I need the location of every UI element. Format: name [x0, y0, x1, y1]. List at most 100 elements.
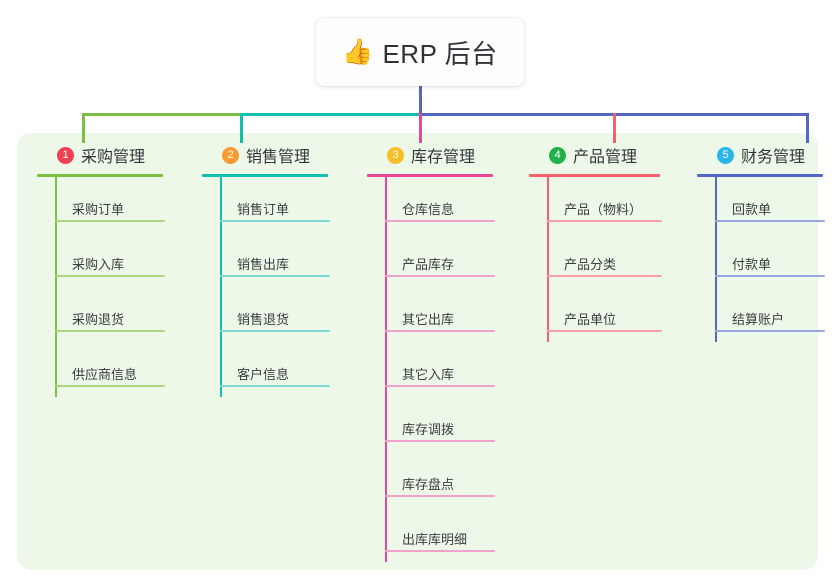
diagram-panel	[17, 133, 818, 570]
connector-drop-5	[806, 113, 809, 143]
column-3: 3 库存管理仓库信息产品库存其它出库其它入库库存调拨库存盘点出库库明细	[367, 143, 495, 562]
connector-bar-green	[82, 113, 240, 116]
connector-bar-teal	[240, 113, 419, 116]
menu-item-rule	[385, 550, 495, 552]
menu-item-label: 库存调拨	[402, 422, 455, 437]
column-5: 5 财务管理回款单付款单结算账户	[697, 143, 825, 342]
menu-item-label: 销售订单	[237, 202, 290, 217]
menu-item[interactable]: 产品库存	[367, 232, 495, 287]
menu-item[interactable]: 销售订单	[202, 177, 330, 232]
column-items: 产品（物料） 产品分类产品单位	[529, 177, 662, 342]
menu-item-label: 仓库信息	[402, 202, 455, 217]
column-header-财务管理[interactable]: 5 财务管理	[697, 143, 823, 167]
menu-item-rule	[385, 275, 495, 277]
menu-item-rule	[55, 275, 165, 277]
menu-item[interactable]: 产品单位	[529, 287, 662, 342]
column-number-badge: 3	[387, 146, 404, 164]
menu-item[interactable]: 其它入库	[367, 342, 495, 397]
menu-item[interactable]: 客户信息	[202, 342, 330, 397]
menu-item-rule	[715, 275, 825, 277]
column-title: 产品管理	[573, 149, 638, 166]
menu-item[interactable]: 采购订单	[37, 177, 165, 232]
menu-item-label: 其它出库	[402, 312, 455, 327]
menu-item[interactable]: 库存调拨	[367, 397, 495, 452]
column-number-badge: 5	[717, 146, 734, 164]
menu-item-label: 供应商信息	[72, 367, 138, 382]
menu-item[interactable]: 销售退货	[202, 287, 330, 342]
menu-item[interactable]: 采购入库	[37, 232, 165, 287]
column-spine	[547, 177, 549, 342]
column-spine	[55, 177, 57, 397]
menu-item-label: 销售出库	[237, 257, 290, 272]
column-spine	[385, 177, 387, 562]
menu-item[interactable]: 采购退货	[37, 287, 165, 342]
menu-item-rule	[715, 330, 825, 332]
menu-item-rule	[547, 330, 662, 332]
menu-item-rule	[715, 220, 825, 222]
menu-item[interactable]: 产品分类	[529, 232, 662, 287]
menu-item-label: 采购入库	[72, 257, 125, 272]
menu-item-rule	[385, 220, 495, 222]
connector-drop-1	[82, 113, 85, 143]
menu-item-rule	[55, 330, 165, 332]
root-node-erp-backend[interactable]: 👍 ERP 后台	[316, 18, 524, 86]
column-title: 库存管理	[411, 149, 476, 166]
menu-item-rule	[220, 275, 330, 277]
column-title: 采购管理	[81, 149, 146, 166]
menu-item-label: 回款单	[732, 202, 772, 217]
column-items: 回款单付款单结算账户	[697, 177, 825, 342]
menu-item[interactable]: 出库库明细	[367, 507, 495, 562]
menu-item-label: 采购退货	[72, 312, 125, 327]
menu-item-label: 库存盘点	[402, 477, 455, 492]
menu-item[interactable]: 仓库信息	[367, 177, 495, 232]
thumbs-up-icon: 👍	[342, 37, 374, 66]
column-title-rule	[697, 174, 823, 177]
menu-item-label: 采购订单	[72, 202, 125, 217]
menu-item[interactable]: 回款单	[697, 177, 825, 232]
menu-item-rule	[547, 275, 662, 277]
menu-item[interactable]: 结算账户	[697, 287, 825, 342]
menu-item-rule	[385, 495, 495, 497]
menu-item-rule	[220, 220, 330, 222]
menu-item[interactable]: 其它出库	[367, 287, 495, 342]
menu-item[interactable]: 库存盘点	[367, 452, 495, 507]
menu-item-label: 产品单位	[564, 312, 617, 327]
column-items: 销售订单销售出库销售退货客户信息	[202, 177, 330, 397]
menu-item[interactable]: 付款单	[697, 232, 825, 287]
menu-item-rule	[385, 440, 495, 442]
menu-item-label: 结算账户	[732, 312, 785, 327]
menu-item-label: 产品（物料）	[564, 202, 643, 217]
column-1: 1 采购管理采购订单采购入库采购退货供应商信息	[37, 143, 165, 397]
column-title-rule	[37, 174, 163, 177]
root-node-content: 👍 ERP 后台	[342, 34, 497, 71]
menu-item-rule	[547, 220, 662, 222]
menu-item-label: 销售退货	[237, 312, 290, 327]
menu-item-rule	[220, 385, 330, 387]
column-number-badge: 1	[57, 146, 74, 164]
menu-item[interactable]: 销售出库	[202, 232, 330, 287]
menu-item-label: 出库库明细	[402, 532, 468, 547]
menu-item[interactable]: 产品（物料）	[529, 177, 662, 232]
column-title-rule	[367, 174, 493, 177]
column-title-rule	[202, 174, 328, 177]
column-items: 仓库信息产品库存其它出库其它入库库存调拨库存盘点出库库明细	[367, 177, 495, 562]
menu-item-rule	[220, 330, 330, 332]
column-title: 财务管理	[741, 149, 806, 166]
page-title: ERP 后台	[382, 38, 498, 69]
column-spine	[715, 177, 717, 342]
menu-item-label: 产品分类	[564, 257, 617, 272]
column-header-采购管理[interactable]: 1 采购管理	[37, 143, 163, 167]
column-title: 销售管理	[246, 149, 311, 166]
menu-item-rule	[385, 385, 495, 387]
column-header-库存管理[interactable]: 3 库存管理	[367, 143, 493, 167]
column-title-rule	[529, 174, 660, 177]
menu-item-rule	[55, 385, 165, 387]
connector-drop-4	[613, 113, 616, 143]
menu-item[interactable]: 供应商信息	[37, 342, 165, 397]
menu-item-label: 客户信息	[237, 367, 290, 382]
